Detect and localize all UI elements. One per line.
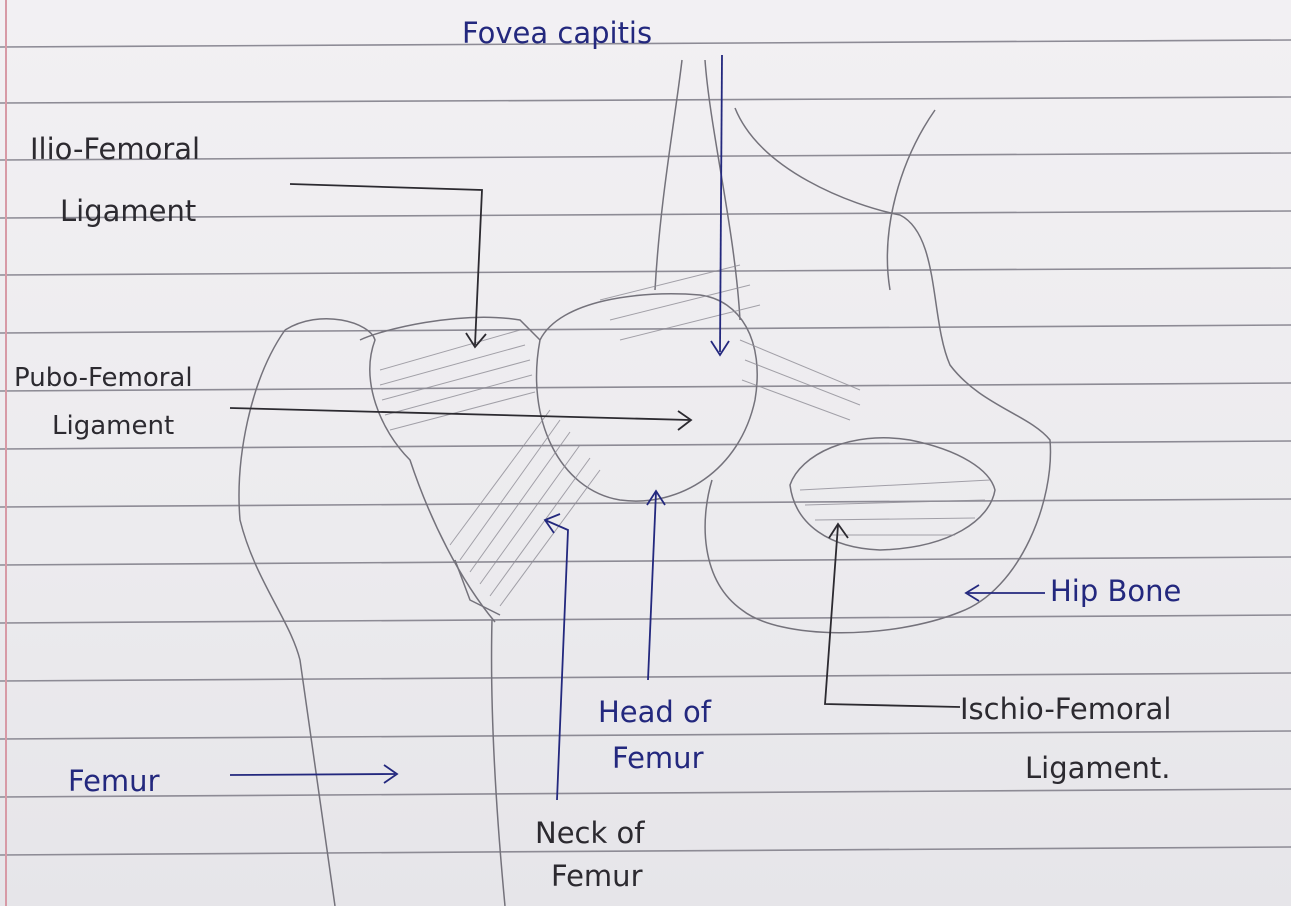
- head-pointer: [648, 492, 656, 680]
- head-of-femur-label-line1: Head of: [598, 696, 711, 728]
- blue-pointer-lines: [230, 55, 1045, 800]
- ligament-shading: [380, 265, 990, 606]
- femur-sketch: [239, 294, 757, 906]
- head-of-femur-label-line2: Femur: [612, 742, 704, 774]
- pubofemoral-pointer: [230, 408, 690, 420]
- femur-pointer: [230, 774, 395, 775]
- ischiofemoral-label-line2: Ligament.: [1025, 752, 1170, 784]
- pubofemoral-label-line2: Ligament: [52, 410, 174, 442]
- femur-label: Femur: [68, 765, 160, 797]
- fovea-capitis-label: Fovea capitis: [462, 17, 652, 49]
- neck-of-femur-label-line1: Neck of: [535, 817, 644, 849]
- pubofemoral-label-line1: Pubo-Femoral: [14, 362, 193, 394]
- hip-bone-label: Hip Bone: [1050, 575, 1181, 607]
- iliofemoral-pointer: [290, 184, 482, 345]
- iliofemoral-label-line2: Ligament: [60, 195, 196, 227]
- ischiofemoral-pointer: [825, 525, 960, 707]
- iliofemoral-label-line1: Ilio-Femoral: [30, 133, 200, 165]
- ischiofemoral-label-line1: Ischio-Femoral: [960, 693, 1171, 725]
- neck-of-femur-label-line2: Femur: [551, 860, 643, 892]
